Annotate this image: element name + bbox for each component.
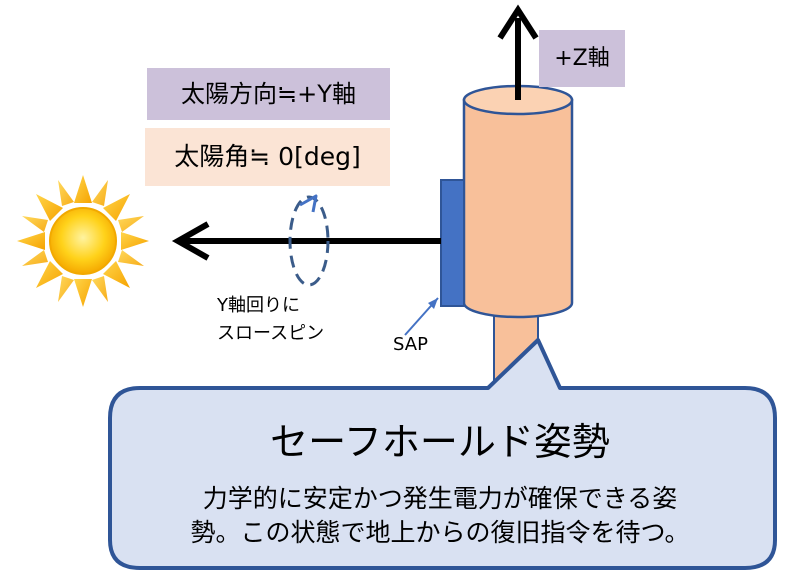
z-axis-label: +Z軸: [539, 30, 625, 87]
callout-bubble: [108, 338, 777, 570]
callout-body-line2: 勢。この状態で地上からの復旧指令を待つ。: [190, 518, 690, 547]
callout-body: 力学的に安定かつ発生電力が確保できる姿 勢。この状態で地上からの復旧指令を待つ。: [110, 482, 770, 550]
sun-icon: [17, 175, 149, 307]
sun-direction-label: 太陽方向≒+Y軸: [147, 68, 390, 120]
y-axis-arrow: [171, 221, 441, 261]
rotation-arrow-icon: [288, 194, 330, 287]
slow-spin-label: Y軸回りに スロースピン: [217, 292, 324, 348]
callout-title: セーフホールド姿勢: [270, 420, 610, 464]
satellite-cylinder: [462, 84, 574, 319]
slow-spin-line1: Y軸回りに: [217, 295, 300, 316]
sap-pointer-head: [428, 298, 438, 309]
sap-panel: [440, 179, 465, 307]
sun-angle-label: 太陽角≒ 0[deg]: [145, 128, 390, 186]
slow-spin-line2: スロースピン: [217, 323, 325, 344]
callout-body-line1: 力学的に安定かつ発生電力が確保できる姿: [202, 484, 678, 513]
sap-label: SAP: [393, 334, 428, 355]
z-axis-arrow: [497, 4, 539, 100]
